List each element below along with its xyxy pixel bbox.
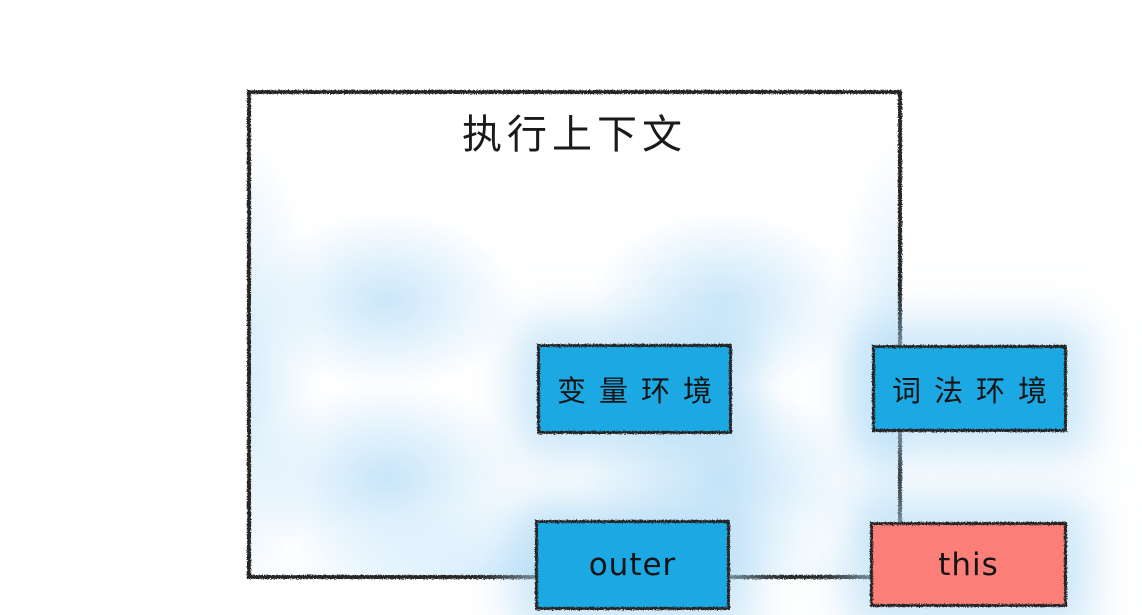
box-this-face — [870, 522, 1067, 607]
box-variable-environment-face — [537, 344, 732, 434]
box-this-label: this — [938, 546, 999, 583]
frame-inner-glow — [251, 94, 898, 575]
box-lexical-environment-face — [872, 345, 1067, 432]
box-lexical-environment-label: 词法环境 — [891, 373, 1060, 408]
box-variable-environment: 变量环境 — [537, 344, 732, 434]
box-outer-label: outer — [588, 547, 677, 583]
execution-context-frame: 执行上下文 变量环境 词法环境 outer this — [247, 90, 1067, 610]
box-lexical-environment: 词法环境 — [872, 345, 1067, 432]
box-outer: outer — [535, 520, 730, 610]
box-outer-face — [535, 520, 730, 610]
box-variable-environment-label: 变量环境 — [556, 374, 725, 408]
box-this: this — [870, 522, 1067, 607]
diagram-title: 执行上下文 — [462, 112, 687, 158]
